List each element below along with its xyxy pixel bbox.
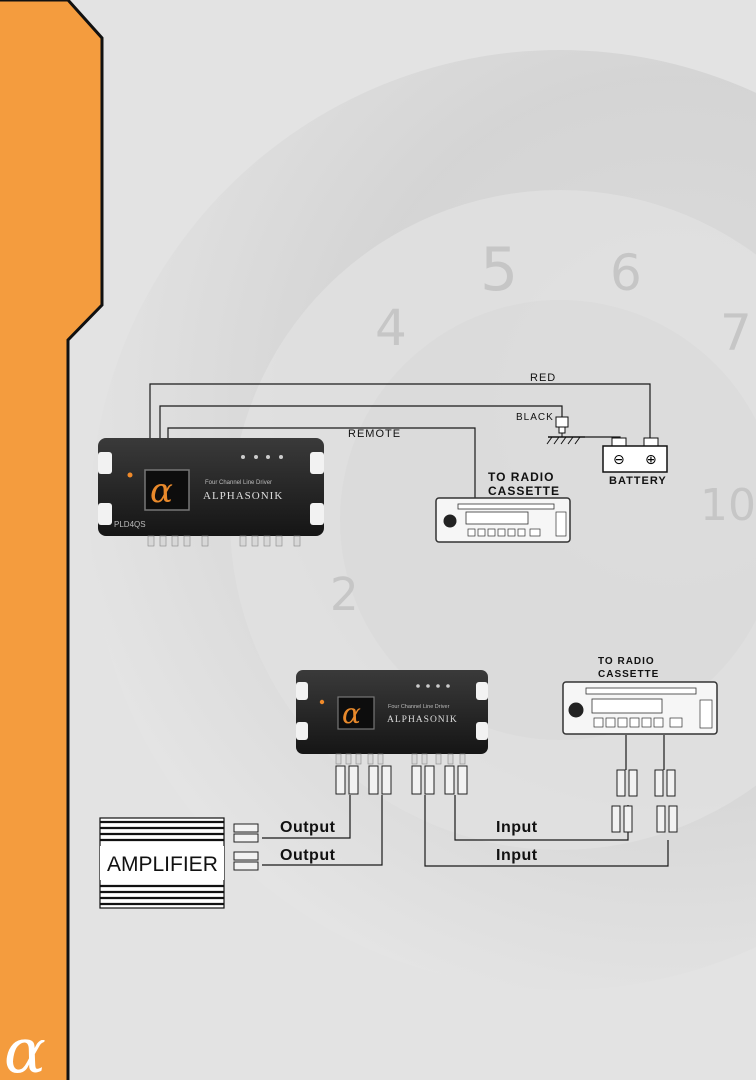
svg-text:100: 100 — [700, 480, 756, 531]
unit-model: PLD4QS — [114, 520, 146, 529]
amplifier: AMPLIFIER — [100, 818, 224, 908]
unit-subtitle: Four Channel Line Driver — [388, 704, 450, 710]
battery-positive-icon: ⊕ — [645, 452, 657, 468]
line-driver-unit: α Four Channel Line Driver ALPHASONIK — [296, 670, 488, 764]
red-label: RED — [530, 372, 556, 384]
battery-label: BATTERY — [609, 475, 667, 487]
svg-text:7: 7 — [720, 304, 752, 362]
unit-brand: ALPHASONIK — [203, 490, 283, 502]
svg-text:2: 2 — [330, 568, 359, 621]
radio-label-line1: TO RADIO — [598, 656, 655, 667]
radio-label-line1: TO RADIO — [488, 470, 554, 484]
radio-label-line2: CASSETTE — [598, 669, 659, 680]
input-label-2: Input — [496, 847, 538, 864]
battery-negative-icon: ⊖ — [613, 452, 625, 468]
output-label-2: Output — [280, 847, 336, 864]
radio-cassette-unit — [563, 682, 717, 734]
unit-brand: ALPHASONIK — [387, 715, 458, 725]
alpha-logo-icon: α — [150, 471, 173, 511]
unit-subtitle: Four Channel Line Driver — [205, 480, 272, 486]
input-label-1: Input — [496, 819, 538, 836]
svg-text:5: 5 — [480, 235, 518, 305]
svg-text:4: 4 — [375, 299, 407, 357]
radio-label-line2: CASSETTE — [488, 484, 560, 498]
alpha-logo-icon: α — [342, 697, 361, 730]
battery: ⊖ ⊕ BATTERY — [603, 438, 667, 487]
remote-label: REMOTE — [348, 428, 401, 440]
svg-text:6: 6 — [610, 244, 642, 302]
amplifier-label: AMPLIFIER — [107, 853, 218, 876]
output-label-1: Output — [280, 819, 336, 836]
alpha-logo: α — [4, 1014, 46, 1080]
black-label: BLACK — [516, 412, 554, 423]
line-driver-unit: α Four Channel Line Driver ALPHASONIK PL… — [98, 438, 324, 546]
radio-cassette-unit — [436, 498, 570, 542]
